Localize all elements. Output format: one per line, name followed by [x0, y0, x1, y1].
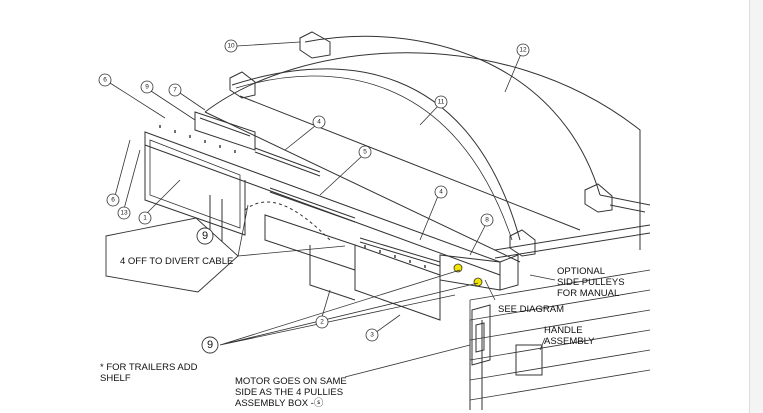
svg-text:10: 10: [227, 43, 235, 50]
strip-4b: [359, 237, 441, 267]
vertical-scrollbar[interactable]: [749, 0, 763, 413]
leader-12: [504, 53, 522, 93]
trailers-note-line2: SHELF: [100, 373, 131, 384]
side-rail-lower: [494, 224, 651, 259]
leader-5: [319, 156, 362, 196]
handle-box: [515, 344, 543, 376]
leader-7: [179, 92, 206, 111]
svg-text:4: 4: [317, 119, 321, 126]
motor-note-line1: MOTOR GOES ON SAME: [235, 376, 347, 387]
handle-assembly-line2: ASSEMBLY: [544, 336, 595, 347]
svg-text:12: 12: [519, 47, 527, 54]
divert-callout-number: 9: [202, 230, 208, 242]
callout-1: 1: [138, 211, 152, 225]
pulley-callout-circle: [201, 336, 219, 354]
bow-12: [304, 35, 601, 196]
pulley-2: [473, 277, 483, 287]
callout-7: 7: [168, 83, 182, 97]
bolt-marks: [159, 125, 426, 268]
svg-text:1: 1: [143, 215, 147, 222]
callout-9: 9: [140, 80, 154, 94]
motor-note-line3: ASSEMBLY BOX -ⓢ: [235, 398, 324, 409]
leader-6b: [114, 139, 131, 197]
leader-13: [123, 149, 141, 210]
svg-text:5: 5: [363, 149, 367, 156]
bow-11: [231, 68, 521, 241]
leader-9: [150, 90, 196, 121]
trailers-note-line1: * FOR TRAILERS ADD: [100, 362, 198, 373]
cover-outline: [204, 52, 641, 263]
leader-3: [374, 314, 401, 334]
mount-10: [299, 31, 331, 59]
leader-divert: [237, 204, 346, 257]
callout-6b: 6: [106, 193, 120, 207]
leader-8: [469, 223, 487, 256]
svg-text:4: 4: [439, 189, 443, 196]
callout-13: 13: [117, 206, 131, 220]
callout-6a: 6: [98, 73, 112, 87]
callout-2: 2: [315, 315, 329, 329]
leader-see-diagram: [484, 279, 496, 301]
leader-handle: [539, 337, 546, 351]
optional-pulleys-line1: OPTIONAL: [557, 266, 605, 277]
callout-4a: 4: [312, 115, 326, 129]
callout-11: 11: [434, 95, 448, 109]
callout-8: 8: [480, 213, 494, 227]
svg-text:9: 9: [145, 84, 149, 91]
handle-assembly-line1: HANDLE: [544, 325, 583, 336]
callout-10: 10: [224, 39, 238, 53]
beam-block-1: [149, 139, 241, 229]
side-rail-upper: [599, 194, 651, 213]
leader-4b: [419, 195, 439, 241]
legs: [209, 195, 483, 410]
cover-front-edge: [239, 95, 581, 231]
divert-callout-text: 4 OFF TO DIVERT CABLE: [120, 256, 233, 267]
leader-optional: [529, 274, 556, 281]
callout-12: 12: [516, 43, 530, 57]
pulley-box: [439, 254, 519, 291]
svg-text:11: 11: [438, 99, 445, 106]
mount-right-low: [509, 229, 536, 257]
beam-block-3: [354, 244, 441, 321]
trailer-body: [469, 269, 651, 410]
optional-pulleys-line2: SIDE PULLEYS: [557, 277, 625, 288]
motor-note-line2: SIDE AS THE 4 PULLIES: [235, 387, 343, 398]
bow-inner: [235, 75, 513, 241]
strip-4a: [254, 147, 321, 177]
mount-right-top: [584, 183, 613, 213]
leader-10: [236, 41, 301, 47]
leader-1: [145, 179, 181, 215]
svg-text:13: 13: [120, 210, 128, 217]
leader-4a: [284, 125, 316, 151]
divert-callout-box: [105, 217, 239, 293]
leader-11: [419, 105, 439, 126]
svg-text:6: 6: [111, 197, 115, 204]
leader-motor: [344, 344, 471, 378]
svg-text:7: 7: [173, 87, 177, 94]
divert-dash: [244, 201, 331, 241]
strip-5: [269, 187, 356, 223]
callout-3: 3: [365, 328, 379, 342]
svg-text:6: 6: [103, 77, 107, 84]
leader-pulleys: [219, 269, 479, 346]
beam-lower: [144, 145, 246, 236]
leader-6a: [109, 82, 166, 119]
mount-left: [229, 71, 256, 99]
see-diagram-label: SEE DIAGRAM: [498, 304, 564, 315]
motor-box: [471, 304, 491, 366]
svg-text:2: 2: [320, 319, 324, 326]
optional-pulleys-line3: FOR MANUAL: [557, 288, 619, 299]
callout-5: 5: [358, 145, 372, 159]
svg-text:8: 8: [485, 217, 489, 224]
callout-4b: 4: [434, 185, 448, 199]
pulley-callout-number: 9: [207, 339, 213, 351]
bracket-7: [194, 111, 256, 151]
divert-callout-circle: [196, 227, 214, 245]
beam-block-3b: [309, 245, 356, 301]
svg-text:3: 3: [370, 332, 374, 339]
